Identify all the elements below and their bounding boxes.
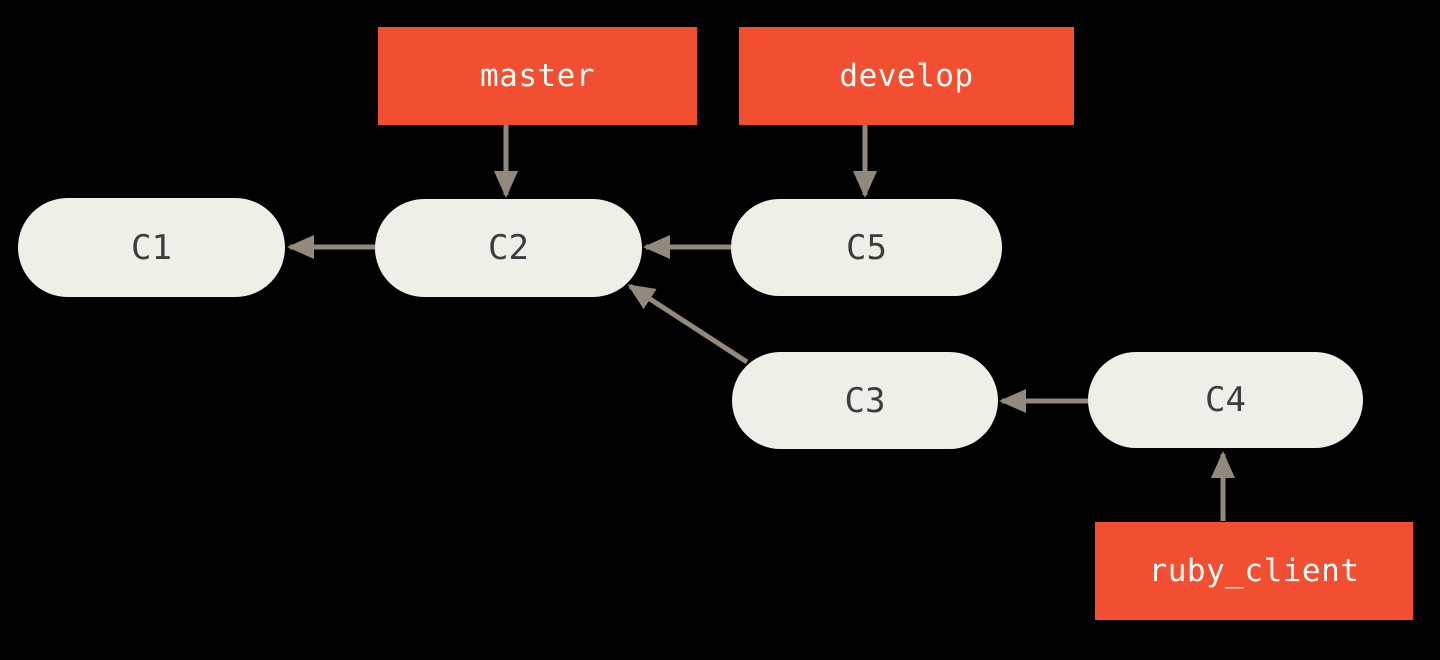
commit-node-c5: C5 (731, 199, 1002, 296)
commit-label-c1: C1 (131, 227, 172, 268)
branch-box-develop: develop (739, 27, 1074, 125)
commit-label-c2: C2 (488, 228, 529, 268)
commit-node-c1: C1 (18, 198, 285, 297)
branch-label-ruby-client: ruby_client (1148, 553, 1360, 589)
commit-label-c3: C3 (844, 380, 886, 421)
branch-box-master: master (378, 27, 697, 125)
commit-label-c5: C5 (846, 227, 887, 268)
commit-label-c4: C4 (1205, 380, 1246, 420)
branch-label-master: master (480, 58, 595, 94)
branch-label-develop: develop (839, 58, 974, 94)
branch-box-ruby-client: ruby_client (1095, 522, 1413, 620)
arrow-c3-to-c2 (627, 283, 749, 365)
commit-node-c2: C2 (375, 199, 642, 297)
commit-node-c3: C3 (732, 352, 998, 449)
commit-node-c4: C4 (1088, 352, 1363, 448)
